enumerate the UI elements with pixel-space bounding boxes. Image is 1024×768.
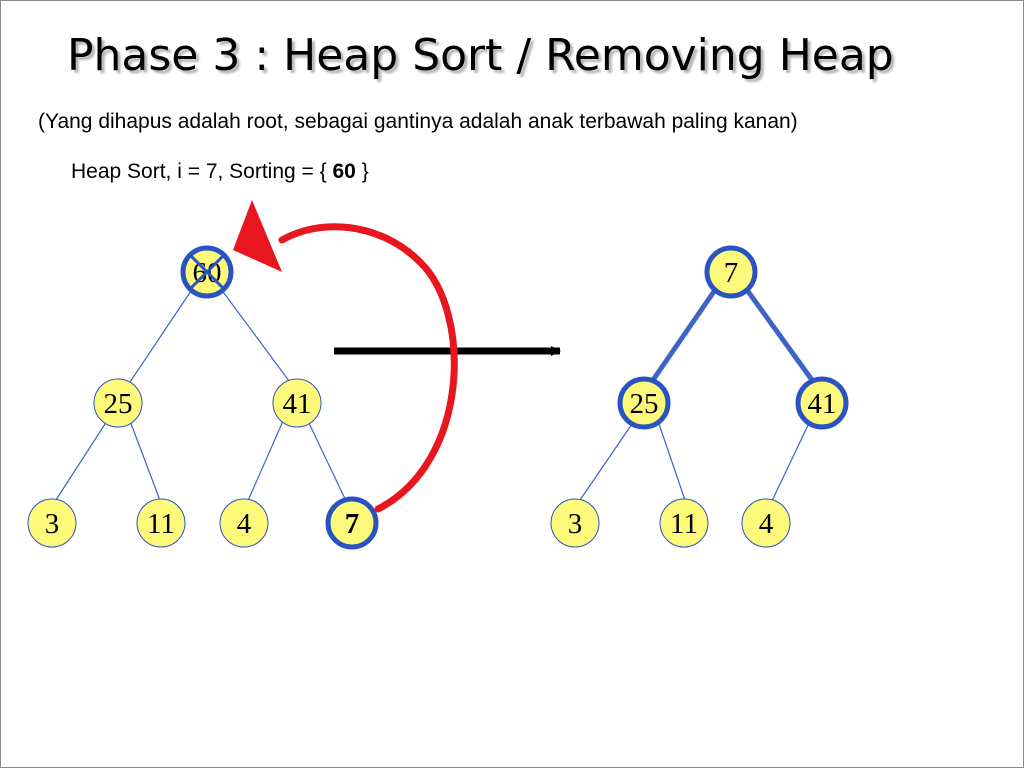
node-label-a2: 41 <box>808 388 837 420</box>
state-suffix: } <box>355 160 369 183</box>
edge-a2-a5 <box>770 420 811 504</box>
edge-b2-b5 <box>246 420 284 504</box>
node-label-a1: 25 <box>630 388 659 420</box>
slide-subtitle: (Yang dihapus adalah root, sebagai ganti… <box>38 110 798 133</box>
node-label-b4: 11 <box>147 508 175 540</box>
edge-b2-b6 <box>307 420 348 504</box>
node-label-b1: 25 <box>104 388 133 420</box>
heap-node-b2: 41 <box>272 378 322 428</box>
edge-b1-b4 <box>129 420 162 504</box>
heap-node-a5: 4 <box>741 498 791 548</box>
heap-node-a1: 25 <box>617 376 671 430</box>
edge-b0-b2 <box>217 284 293 386</box>
node-label-b5: 4 <box>237 508 252 540</box>
heap-node-b3: 3 <box>27 498 77 548</box>
heap-node-b0: 60 <box>180 245 234 299</box>
heap-node-b5: 4 <box>219 498 269 548</box>
removed-cross-icon <box>188 253 226 291</box>
node-label-a3: 3 <box>568 508 583 540</box>
heap-node-a4: 11 <box>659 498 709 548</box>
heap-node-a3: 3 <box>550 498 600 548</box>
node-label-a5: 4 <box>759 508 774 540</box>
node-label-b2: 41 <box>283 388 312 420</box>
node-label-b3: 3 <box>45 508 60 540</box>
node-label-a0: 7 <box>724 257 739 289</box>
replacement-arrow <box>233 200 458 513</box>
state-sorted-value: 60 <box>332 160 356 183</box>
edge-a0-a2 <box>744 288 815 382</box>
before-heap-nodes: 60 25 41 3 11 4 7 <box>27 245 379 550</box>
after-heap-edges <box>577 288 815 504</box>
edge-a1-a4 <box>657 420 687 504</box>
state-prefix: Heap Sort, i = 7, Sorting = { <box>71 160 333 183</box>
heap-sort-state: Heap Sort, i = 7, Sorting = { 60 } <box>71 158 369 186</box>
edge-a0-a1 <box>650 288 718 382</box>
heap-node-b4: 11 <box>136 498 186 548</box>
edge-a1-a3 <box>577 420 635 504</box>
node-label-a4: 11 <box>670 508 698 540</box>
edge-b0-b1 <box>127 284 196 386</box>
after-heap-nodes: 7 25 41 3 11 4 <box>550 245 849 548</box>
slide-title: Phase 3 : Heap Sort / Removing Heap <box>67 30 894 81</box>
node-label-b6: 7 <box>345 508 360 540</box>
heap-node-a0: 7 <box>704 245 758 299</box>
heap-node-b6: 7 <box>325 496 379 550</box>
edge-b1-b3 <box>53 420 108 504</box>
heap-node-a2: 41 <box>795 376 849 430</box>
heap-node-b1: 25 <box>93 378 143 428</box>
before-heap-edges <box>53 284 348 504</box>
